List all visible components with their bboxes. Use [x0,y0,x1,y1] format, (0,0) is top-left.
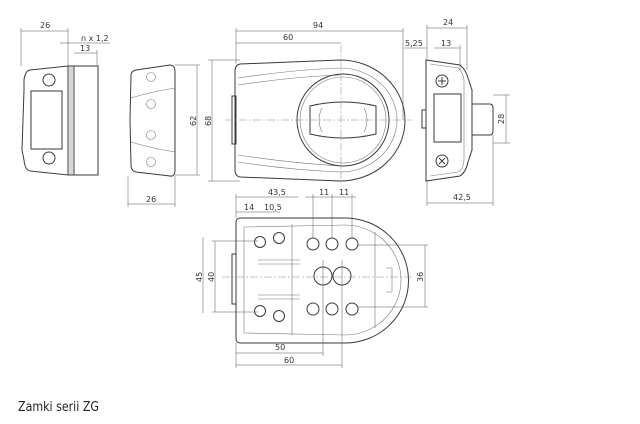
dim-strike-thickness: n x 1,2 [81,34,109,43]
caption: Zamki serii ZG [18,400,99,415]
dim-base-axis-50: 50 [275,343,285,352]
dim-strike-width: 26 [40,21,50,30]
screw-icon [435,74,449,88]
dim-hole-pitch-small: 10,5 [264,203,282,212]
lock-knob [309,101,377,139]
dim-knob-height: 28 [497,114,506,124]
lock-base-view: 43,5 14 10,5 11 11 45 40 36 50 60 [195,188,428,368]
lock-side-view: 24 5,25 13 28 42,5 [404,18,510,206]
dim-base-axis-60: 60 [284,356,294,365]
screw-icon [435,154,449,168]
dim-hole-pitch-b: 11 [339,188,349,197]
dim-side-width: 24 [443,18,453,27]
dim-cover-width: 26 [146,195,156,204]
screw-hole [42,151,56,165]
dim-base-height-outer: 45 [195,272,204,282]
cover-view: 62 68 26 [127,59,240,207]
dim-base-height-inner: 40 [207,272,216,282]
dim-side-total: 42,5 [453,193,471,202]
dim-lock-height: 68 [204,116,213,126]
dim-side-offset: 5,25 [405,39,423,48]
dim-cover-height: 62 [189,116,198,126]
dim-hole-first: 14 [244,203,254,212]
dim-holes-span: 43,5 [268,188,286,197]
dim-right-holes: 36 [416,272,425,282]
screw-hole [42,73,56,87]
lock-front-view: 94 60 [225,21,412,185]
strike-plate-view: 26 n x 1,2 13 [20,21,110,176]
dim-hole-pitch-a: 11 [319,188,329,197]
dim-axis-offset: 60 [283,33,293,42]
dim-lock-length: 94 [313,21,323,30]
dim-side-inner: 13 [441,39,451,48]
dim-strike-depth: 13 [80,44,90,53]
